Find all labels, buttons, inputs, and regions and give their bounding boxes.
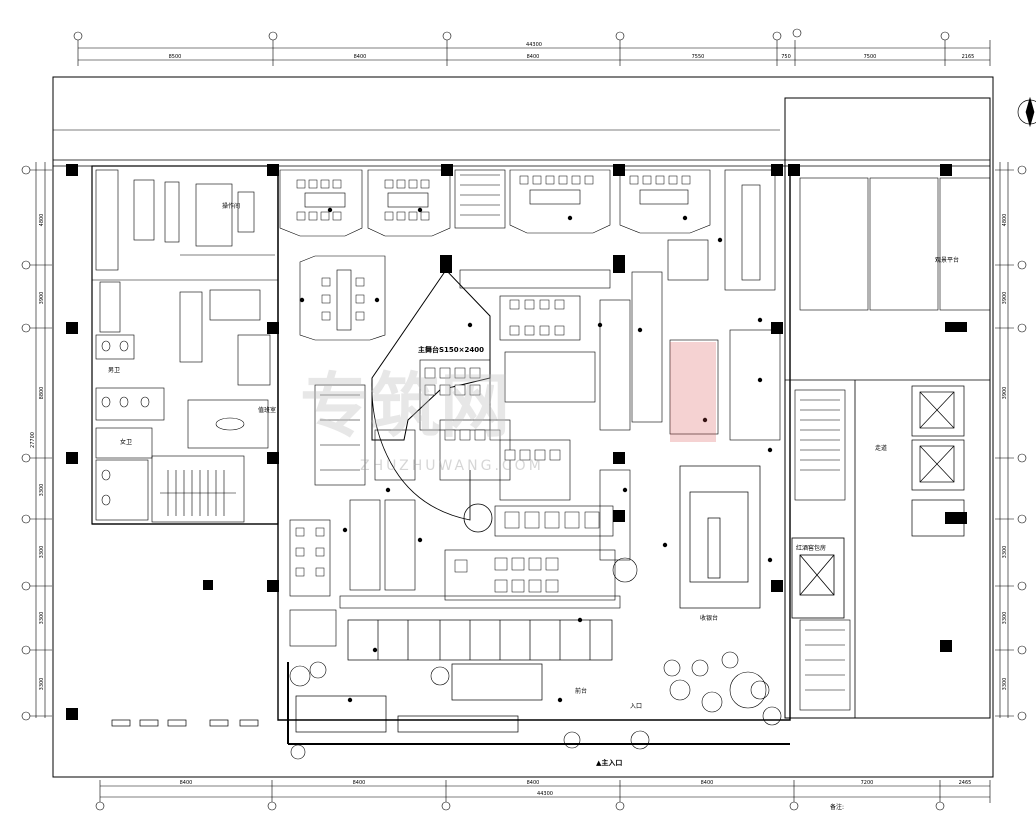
bar-counter xyxy=(679,465,761,609)
center-lounge-chairs xyxy=(424,299,600,593)
left-stairwell xyxy=(151,455,245,523)
wine-cellar-room xyxy=(791,537,845,619)
platform-label: 观景平台 xyxy=(935,256,959,264)
toilet-rooms xyxy=(95,334,165,521)
lower-booth-row xyxy=(295,619,613,733)
watermark-sub-text: ZHUZHUWANG.COM xyxy=(360,458,544,474)
bottom-dim-3: 8400 xyxy=(527,780,540,786)
right-dim-labels: 4800 3900 3900 3300 3300 3300 xyxy=(1002,214,1008,691)
bottom-dimension-chain xyxy=(99,780,991,803)
right-dim-1: 4800 xyxy=(1002,214,1008,227)
left-dimension-chain xyxy=(30,162,52,718)
bottom-dim-6: 2465 xyxy=(959,780,972,786)
watermark: 专筑网 ZHUZHUWANG.COM xyxy=(300,342,716,474)
bottom-dim-1: 8400 xyxy=(180,780,193,786)
top-private-rooms xyxy=(279,169,776,291)
bottom-grid-bubbles xyxy=(95,801,945,811)
top-dim-1: 8500 xyxy=(169,54,182,60)
landscape-planting xyxy=(289,557,782,760)
top-dim-4: 7550 xyxy=(692,54,705,60)
top-dim-2: 8400 xyxy=(354,54,367,60)
staff-office xyxy=(187,399,269,449)
top-dimension-chain xyxy=(77,40,991,66)
top-dim-3: 8400 xyxy=(527,54,540,60)
toilet-female-label: 女卫 xyxy=(120,438,132,446)
top-dim-labels: 8500 8400 8400 7550 750 7500 2165 xyxy=(169,54,975,60)
left-dim-5: 3300 xyxy=(39,546,45,559)
right-dimension-chain xyxy=(995,162,1014,718)
office-label: 值班室 xyxy=(258,406,276,414)
right-dim-3: 3900 xyxy=(1002,387,1008,400)
top-dim-5: 750 xyxy=(781,54,791,60)
cooking-label: 操作间 xyxy=(222,202,240,210)
toilet-male-label: 男卫 xyxy=(108,367,120,374)
right-dim-6: 3300 xyxy=(1002,678,1008,691)
lower-left-openings xyxy=(111,719,259,727)
bottom-dim-2: 8400 xyxy=(353,780,366,786)
top-room-chairs xyxy=(296,175,691,221)
left-booth-chairs xyxy=(295,277,365,577)
watermark-red-block xyxy=(670,342,716,442)
top-grid-bubbles xyxy=(73,28,950,41)
bottom-dim-labels: 8400 8400 8400 8400 7200 2465 44300 xyxy=(180,780,972,797)
corridor-label: 走道 xyxy=(875,444,887,452)
building-outline xyxy=(52,76,994,778)
kitchen-area xyxy=(92,169,278,386)
main-stage-label: 主舞台S150×2400 xyxy=(418,345,484,354)
right-stairwell xyxy=(794,389,851,711)
left-dim-1: 4800 xyxy=(39,214,45,227)
left-dim-total: 27700 xyxy=(30,432,36,448)
right-dim-5: 3300 xyxy=(1002,612,1008,625)
left-dim-2: 3900 xyxy=(39,292,45,305)
right-dim-4: 3300 xyxy=(1002,546,1008,559)
round-table xyxy=(463,503,493,533)
entrance-frontage xyxy=(287,662,790,745)
watermark-main-text: 专筑网 xyxy=(300,365,510,447)
top-dim-6: 7500 xyxy=(864,54,877,60)
cashier-label: 前台 xyxy=(575,687,587,695)
left-dim-labels: 4800 3900 8800 27700 3300 3300 3300 3300 xyxy=(30,214,45,691)
notes-label: 备注: xyxy=(830,803,844,811)
left-grid-bubbles xyxy=(21,165,31,721)
bottom-dim-4: 8400 xyxy=(701,780,714,786)
center-lounge-seating xyxy=(339,269,621,609)
left-dim-6: 3300 xyxy=(39,612,45,625)
right-grid-bubbles xyxy=(1017,165,1027,721)
right-dim-2: 3900 xyxy=(1002,292,1008,305)
left-dim-4: 3300 xyxy=(39,484,45,497)
overall-bottom-dim: 44300 xyxy=(537,791,553,797)
north-arrow-icon xyxy=(1017,96,1036,128)
elevators xyxy=(911,385,965,537)
left-dim-7: 3300 xyxy=(39,678,45,691)
bottom-dim-5: 7200 xyxy=(861,780,874,786)
right-middle-booths xyxy=(599,239,781,561)
wine-cellar-label: 红酒窖包房 xyxy=(796,544,826,552)
left-dining-booths xyxy=(289,255,416,647)
structural-columns xyxy=(66,164,967,720)
side-entrance-label: 入口 xyxy=(630,703,642,710)
lighting-dots xyxy=(299,207,773,703)
overall-top-dim: 44300 xyxy=(526,42,542,48)
top-dim-7: 2165 xyxy=(962,54,975,60)
left-dim-3: 8800 xyxy=(39,387,45,400)
main-entrance-label: ▲主入口 xyxy=(596,758,622,767)
counter-label: 收银台 xyxy=(700,614,718,622)
